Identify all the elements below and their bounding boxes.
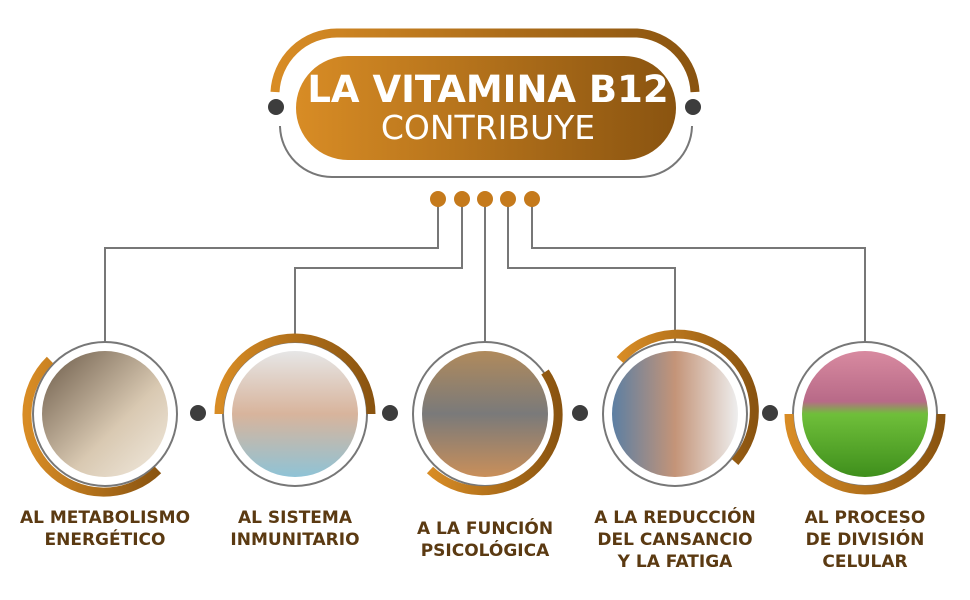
label-line: AL METABOLISMO: [19, 508, 191, 528]
label-line: DEL CANSANCIO: [597, 530, 753, 550]
header-dot-left: [268, 99, 284, 115]
item-label-4: A LA REDUCCIÓN DEL CANSANCIO Y LA FATIGA: [580, 507, 770, 573]
item-label-3: A LA FUNCIÓN PSICOLÓGICA: [390, 518, 580, 562]
title-pill: [296, 56, 676, 160]
label-line: PSICOLÓGICA: [420, 541, 550, 561]
label-line: A LA FUNCIÓN: [416, 519, 554, 539]
header-arc-top: [270, 28, 700, 93]
photo-sneezing: [232, 351, 358, 477]
item-label-1: AL METABOLISMO ENERGÉTICO: [10, 507, 200, 551]
label-line: AL PROCESO: [804, 508, 926, 528]
connector-lines: [104, 199, 866, 342]
photo-puzzle: [422, 351, 548, 477]
label-line: DE DIVISIÓN: [805, 530, 925, 550]
header-dot-right: [685, 99, 701, 115]
label-line: Y LA FATIGA: [617, 552, 733, 572]
photo-cells: [802, 351, 928, 477]
photo-workout: [42, 351, 168, 477]
item-label-5: AL PROCESO DE DIVISIÓN CELULAR: [770, 507, 960, 573]
photo-tired-man: [612, 351, 738, 477]
item-label-2: AL SISTEMA INMUNITARIO: [200, 507, 390, 551]
item-circle-2: [214, 333, 376, 487]
header-arc-bottom: [279, 125, 693, 178]
item-circle-3: [412, 341, 563, 496]
connector-dots: [430, 191, 540, 207]
label-line: AL SISTEMA: [237, 508, 352, 528]
label-line: INMUNITARIO: [230, 530, 360, 550]
title-line-1: LA VITAMINA B12: [307, 68, 669, 111]
title-line-2: CONTRIBUYE: [380, 108, 596, 147]
separator-dots: [190, 405, 778, 421]
label-line: A LA REDUCCIÓN: [594, 508, 756, 528]
label-line: ENERGÉTICO: [44, 530, 166, 550]
item-circle-4: [602, 329, 759, 487]
item-circle-5: [784, 341, 946, 495]
label-line: CELULAR: [822, 552, 908, 572]
item-circle-1: [22, 341, 178, 497]
